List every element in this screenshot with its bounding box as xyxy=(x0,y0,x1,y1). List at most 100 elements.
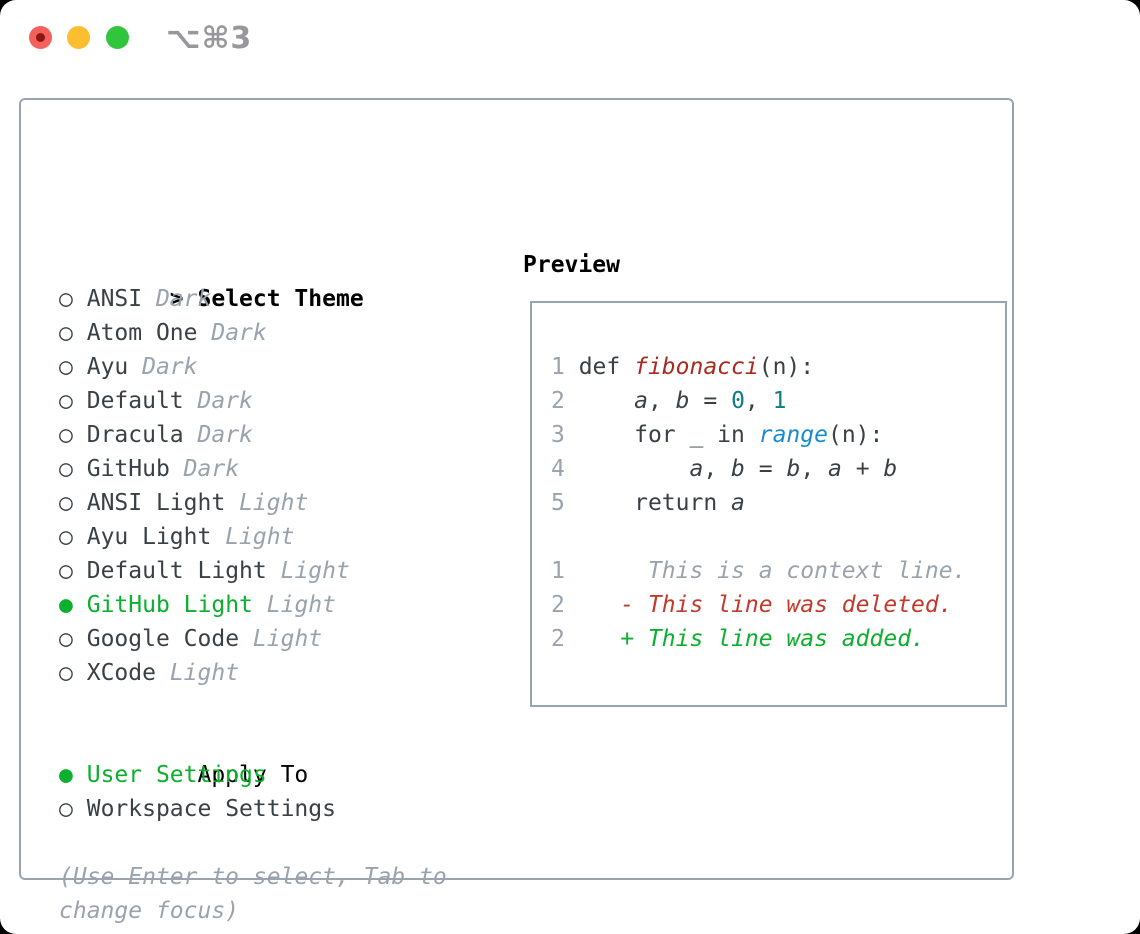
theme-variant-tag: Light xyxy=(266,592,336,618)
theme-option-dracula[interactable]: ○ Dracula Dark xyxy=(59,418,447,452)
code-segment-ln: 1 xyxy=(551,354,579,380)
select-theme-title: Select Theme xyxy=(197,286,364,312)
code-segment-plain: for _ in xyxy=(578,422,759,448)
theme-variant-tag: Light xyxy=(239,490,309,516)
code-segment-plain xyxy=(579,388,634,414)
code-segment-plain: , xyxy=(744,388,773,414)
theme-option-ayu-light-label: Ayu Light xyxy=(86,524,212,550)
theme-option-ansi-label: ANSI xyxy=(86,286,143,312)
theme-list-column: > Select Theme ○ ANSI Dark○ Atom One Dar… xyxy=(59,248,447,928)
apply-option-workspace-settings[interactable]: ○ Workspace Settings xyxy=(59,792,447,826)
unselected-radio-icon: ○ xyxy=(59,660,73,686)
theme-option-default-light[interactable]: ○ Default Light Light xyxy=(59,554,447,588)
close-button-dot xyxy=(35,33,45,42)
code-line: 3 for _ in range(n): xyxy=(551,418,1005,452)
theme-option-default[interactable]: ○ Default Dark xyxy=(59,384,447,418)
code-line: 2 a, b = 0, 1 xyxy=(551,384,1005,418)
code-segment-ln: 5 xyxy=(551,490,579,516)
code-segment-ln: 2 xyxy=(551,388,579,414)
theme-option-atom-one-label: Atom One xyxy=(86,320,198,346)
theme-option-ansi[interactable]: ○ ANSI Dark xyxy=(59,282,447,316)
code-segment-ln: 1 xyxy=(551,558,579,584)
code-segment-builtin: range xyxy=(758,422,828,448)
theme-option-github-label: GitHub xyxy=(86,456,170,482)
code-line: 2 - This line was deleted. xyxy=(551,588,1005,622)
unselected-radio-icon: ○ xyxy=(59,456,73,482)
titlebar: ⌥⌘3 xyxy=(0,0,1140,72)
code-segment-var: b xyxy=(883,456,898,482)
code-segment-var: b xyxy=(786,456,801,482)
theme-variant-tag: Light xyxy=(252,626,323,652)
apply-option-workspace-settings-label: Workspace Settings xyxy=(86,796,336,822)
unselected-radio-icon: ○ xyxy=(59,558,73,584)
code-segment-add: + This line was added. xyxy=(620,626,925,652)
theme-option-github[interactable]: ○ GitHub Dark xyxy=(59,452,447,486)
code-segment-plain: , xyxy=(647,388,676,414)
theme-option-ayu-label: Ayu xyxy=(86,354,129,380)
theme-variant-tag: Light xyxy=(280,558,350,584)
unselected-radio-icon: ○ xyxy=(59,626,73,652)
theme-option-ansi-light[interactable]: ○ ANSI Light Light xyxy=(59,486,447,520)
unselected-radio-icon: ○ xyxy=(59,320,73,346)
unselected-radio-icon: ○ xyxy=(59,354,73,380)
code-line: 2 + This line was added. xyxy=(551,622,1005,656)
zoom-button[interactable] xyxy=(105,26,129,49)
theme-option-dracula-label: Dracula xyxy=(86,422,184,448)
code-segment-plain: (n): xyxy=(758,354,815,380)
code-segment-ln: 2 xyxy=(551,592,579,618)
theme-variant-tag: Dark xyxy=(211,320,267,346)
code-segment-var: a xyxy=(689,456,704,482)
unselected-radio-icon: ○ xyxy=(59,388,73,414)
selected-radio-icon: ● xyxy=(59,592,73,618)
unselected-radio-icon: ○ xyxy=(59,286,73,312)
code-segment-plain: + xyxy=(841,456,884,482)
theme-option-ayu-light[interactable]: ○ Ayu Light Light xyxy=(59,520,447,554)
preview-title: Preview xyxy=(523,252,620,278)
close-button[interactable] xyxy=(28,26,52,49)
apply-option-user-settings[interactable]: ● User Settings xyxy=(59,758,447,792)
code-line: 4 a, b = b, a + b xyxy=(551,452,1005,486)
code-segment-ln: 3 xyxy=(551,422,579,448)
code-segment-var: a xyxy=(828,456,842,482)
code-segment-var: b xyxy=(731,456,745,482)
code-line: 5 return a xyxy=(551,486,1005,520)
help-text-line1: (Use Enter to select, Tab to xyxy=(59,864,447,890)
theme-option-xcode-label: XCode xyxy=(86,660,156,686)
apply-to-list: ● User Settings○ Workspace Settings xyxy=(59,758,447,826)
theme-variant-tag: Dark xyxy=(197,388,253,414)
code-line xyxy=(551,520,1005,554)
code-segment-plain xyxy=(579,592,621,618)
theme-option-ayu[interactable]: ○ Ayu Dark xyxy=(59,350,447,384)
theme-variant-tag: Dark xyxy=(142,354,198,380)
code-segment-plain xyxy=(579,456,690,482)
code-segment-var: a xyxy=(731,490,745,516)
code-segment-plain: , xyxy=(703,456,732,482)
unselected-radio-icon: ○ xyxy=(59,524,73,550)
code-segment-plain: (n): xyxy=(827,422,884,448)
theme-list: ○ ANSI Dark○ Atom One Dark○ Ayu Dark○ De… xyxy=(59,282,447,690)
theme-option-github-light[interactable]: ● GitHub Light Light xyxy=(59,588,447,622)
theme-option-atom-one[interactable]: ○ Atom One Dark xyxy=(59,316,447,350)
keyboard-shortcut-label: ⌥⌘3 xyxy=(166,21,253,56)
theme-variant-tag: Light xyxy=(169,660,240,686)
unselected-radio-icon: ○ xyxy=(59,796,73,822)
theme-option-google-code[interactable]: ○ Google Code Light xyxy=(59,622,447,656)
code-segment-plain: return xyxy=(578,490,732,516)
theme-selector-panel: > Select Theme ○ ANSI Dark○ Atom One Dar… xyxy=(19,98,1014,924)
theme-option-default-light-label: Default Light xyxy=(86,558,267,584)
theme-option-xcode[interactable]: ○ XCode Light xyxy=(59,656,447,690)
theme-variant-tag: Dark xyxy=(183,456,240,482)
code-line: 1 def fibonacci(n): xyxy=(551,350,1005,384)
apply-to-header: Apply To xyxy=(197,762,309,788)
theme-variant-tag: Dark xyxy=(197,422,253,448)
code-segment-plain xyxy=(579,626,621,652)
code-segment-plain: def xyxy=(578,354,635,380)
theme-option-google-code-label: Google Code xyxy=(86,626,240,652)
minimize-button[interactable] xyxy=(67,26,90,49)
focus-caret: > xyxy=(169,286,184,312)
selected-radio-icon: ● xyxy=(59,762,73,788)
select-theme-header: > Select Theme xyxy=(59,248,447,312)
